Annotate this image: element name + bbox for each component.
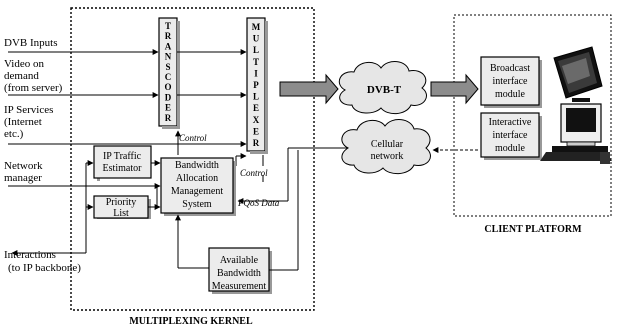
available-bandwidth-block: Available Bandwidth Measurement bbox=[208, 247, 272, 294]
multiplexer-letter: E bbox=[253, 103, 259, 113]
interactions-line2: (to IP backbone) bbox=[8, 262, 81, 274]
pqos-data-label: PQoS Data bbox=[237, 198, 280, 208]
available-bandwidth-line1: Available bbox=[220, 255, 259, 266]
multiplexer-letter: P bbox=[253, 80, 259, 90]
available-bandwidth-line3: Measurement bbox=[212, 281, 267, 292]
available-bandwidth-line2: Bandwidth bbox=[217, 268, 261, 279]
tv-icon bbox=[553, 46, 603, 102]
multiplexer-letter: E bbox=[253, 126, 259, 136]
priority-list-line2: List bbox=[113, 208, 129, 219]
ip-services-line3: etc.) bbox=[4, 128, 24, 140]
multiplexer-letter: R bbox=[253, 138, 260, 148]
cellular-label-line2: network bbox=[371, 151, 404, 162]
transcoder-letter: R bbox=[165, 31, 172, 41]
ip-services-line1: IP Services bbox=[4, 104, 53, 116]
broadcast-module-line3: module bbox=[495, 89, 526, 100]
transcoder-letter: D bbox=[165, 92, 172, 102]
multiplexing-kernel-caption: MULTIPLEXING KERNEL bbox=[129, 316, 253, 327]
dvbt-cloud: DVB-T bbox=[338, 61, 427, 115]
vod-label-line3: (from server) bbox=[4, 82, 63, 94]
priority-list-block: Priority List bbox=[93, 195, 151, 219]
ip-services-line2: (Internet bbox=[4, 116, 42, 128]
multiplexer-letter: X bbox=[253, 115, 260, 125]
bandwidth-allocation-line4: System bbox=[182, 199, 212, 210]
transcoder-letter: R bbox=[165, 113, 172, 123]
transcoder-letter: S bbox=[165, 62, 170, 72]
network-manager-line2: manager bbox=[4, 172, 42, 184]
dvbt-to-client-arrow bbox=[430, 73, 479, 105]
ip-traffic-estimator-block: IP Traffic Estimator bbox=[93, 145, 152, 181]
interactive-module-line2: interface bbox=[493, 130, 529, 141]
mux-to-dvbt-arrow bbox=[279, 73, 339, 105]
interactive-module-line3: module bbox=[495, 143, 526, 154]
client-platform-caption: CLIENT PLATFORM bbox=[484, 224, 582, 235]
control-label-transcoder: Control bbox=[179, 133, 207, 143]
interactive-module-line1: Interactive bbox=[489, 117, 532, 128]
transcoder-letter: T bbox=[165, 21, 171, 31]
transcoder-letter: C bbox=[165, 72, 172, 82]
broadcast-interface-module: Broadcast interface module bbox=[480, 56, 542, 108]
ip-traffic-estimator-line2: Estimator bbox=[103, 163, 143, 174]
multiplexing-kernel-boundary bbox=[70, 7, 315, 311]
bandwidth-allocation-block: Bandwidth Allocation Management System bbox=[160, 157, 236, 216]
multiplexer-letter: M bbox=[252, 22, 261, 32]
vod-label-line2: demand bbox=[4, 70, 39, 82]
multiplexer-letter: L bbox=[253, 92, 259, 102]
broadcast-module-line1: Broadcast bbox=[490, 63, 530, 74]
control-label-multiplexer: Control bbox=[240, 168, 268, 178]
dvb-inputs-label: DVB Inputs bbox=[4, 37, 57, 49]
dvbt-label: DVB-T bbox=[367, 84, 402, 96]
ip-traffic-estimator-line1: IP Traffic bbox=[103, 151, 142, 162]
broadcast-module-line2: interface bbox=[493, 76, 529, 87]
bandwidth-allocation-line2: Allocation bbox=[176, 173, 218, 184]
bandwidth-allocation-line3: Management bbox=[171, 186, 223, 197]
interactive-interface-module: Interactive interface module bbox=[480, 112, 542, 160]
priority-list-line1: Priority bbox=[106, 197, 137, 208]
bandwidth-allocation-line1: Bandwidth bbox=[175, 160, 219, 171]
transcoder-letter: E bbox=[165, 103, 171, 113]
client-platform-boundary bbox=[453, 14, 612, 217]
multiplexer-letter: L bbox=[253, 45, 259, 55]
computer-icon bbox=[540, 103, 612, 164]
cellular-cloud: Cellular network bbox=[341, 119, 431, 175]
vod-label-line1: Video on bbox=[4, 58, 44, 70]
network-manager-line1: Network bbox=[4, 160, 43, 172]
interactions-line1: Interactions bbox=[4, 249, 56, 261]
cellular-label-line1: Cellular bbox=[371, 139, 404, 150]
multiplexer-letter: I bbox=[254, 68, 258, 78]
transcoder-letter: N bbox=[165, 52, 172, 62]
multiplexer-letter: T bbox=[253, 57, 259, 67]
transcoder-letter: O bbox=[164, 82, 171, 92]
transcoder-letter: A bbox=[165, 41, 172, 51]
multiplexer-letter: U bbox=[253, 34, 260, 44]
